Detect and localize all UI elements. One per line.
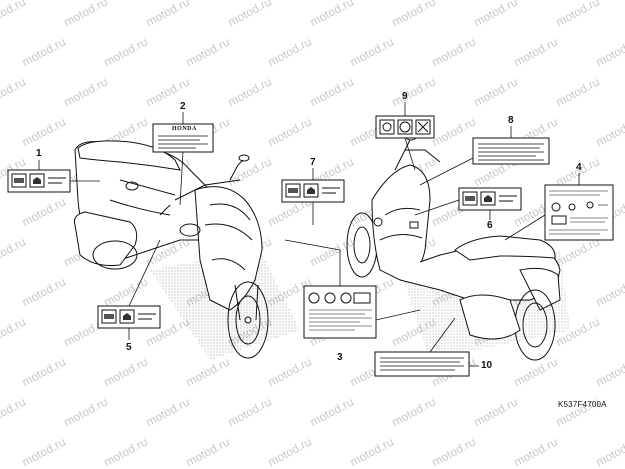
callout-10: 10 bbox=[481, 360, 493, 371]
label-10-box bbox=[374, 351, 470, 377]
label-3-box bbox=[303, 285, 377, 339]
callout-5: 5 bbox=[126, 342, 132, 353]
callout-9: 9 bbox=[402, 91, 408, 102]
label-2-brand-text: HONDA bbox=[172, 126, 197, 132]
callout-4: 4 bbox=[576, 162, 582, 173]
label-1-box bbox=[7, 169, 71, 193]
label-2-box bbox=[152, 123, 214, 153]
label-5-box bbox=[97, 305, 161, 329]
callout-3: 3 bbox=[337, 352, 343, 363]
label-7-box bbox=[281, 179, 345, 203]
scooter-rear-view bbox=[346, 133, 570, 361]
callout-6: 6 bbox=[487, 220, 493, 231]
leader-lines bbox=[38, 102, 580, 367]
label-4-box bbox=[544, 184, 614, 241]
label-9-box bbox=[375, 115, 435, 139]
diagram-code: K537F4700A bbox=[558, 400, 607, 409]
label-8-box bbox=[472, 137, 550, 165]
label-6-box bbox=[458, 187, 522, 211]
callout-7: 7 bbox=[310, 157, 316, 168]
callout-8: 8 bbox=[508, 115, 514, 126]
callout-1: 1 bbox=[36, 148, 42, 159]
callout-2: 2 bbox=[180, 101, 186, 112]
